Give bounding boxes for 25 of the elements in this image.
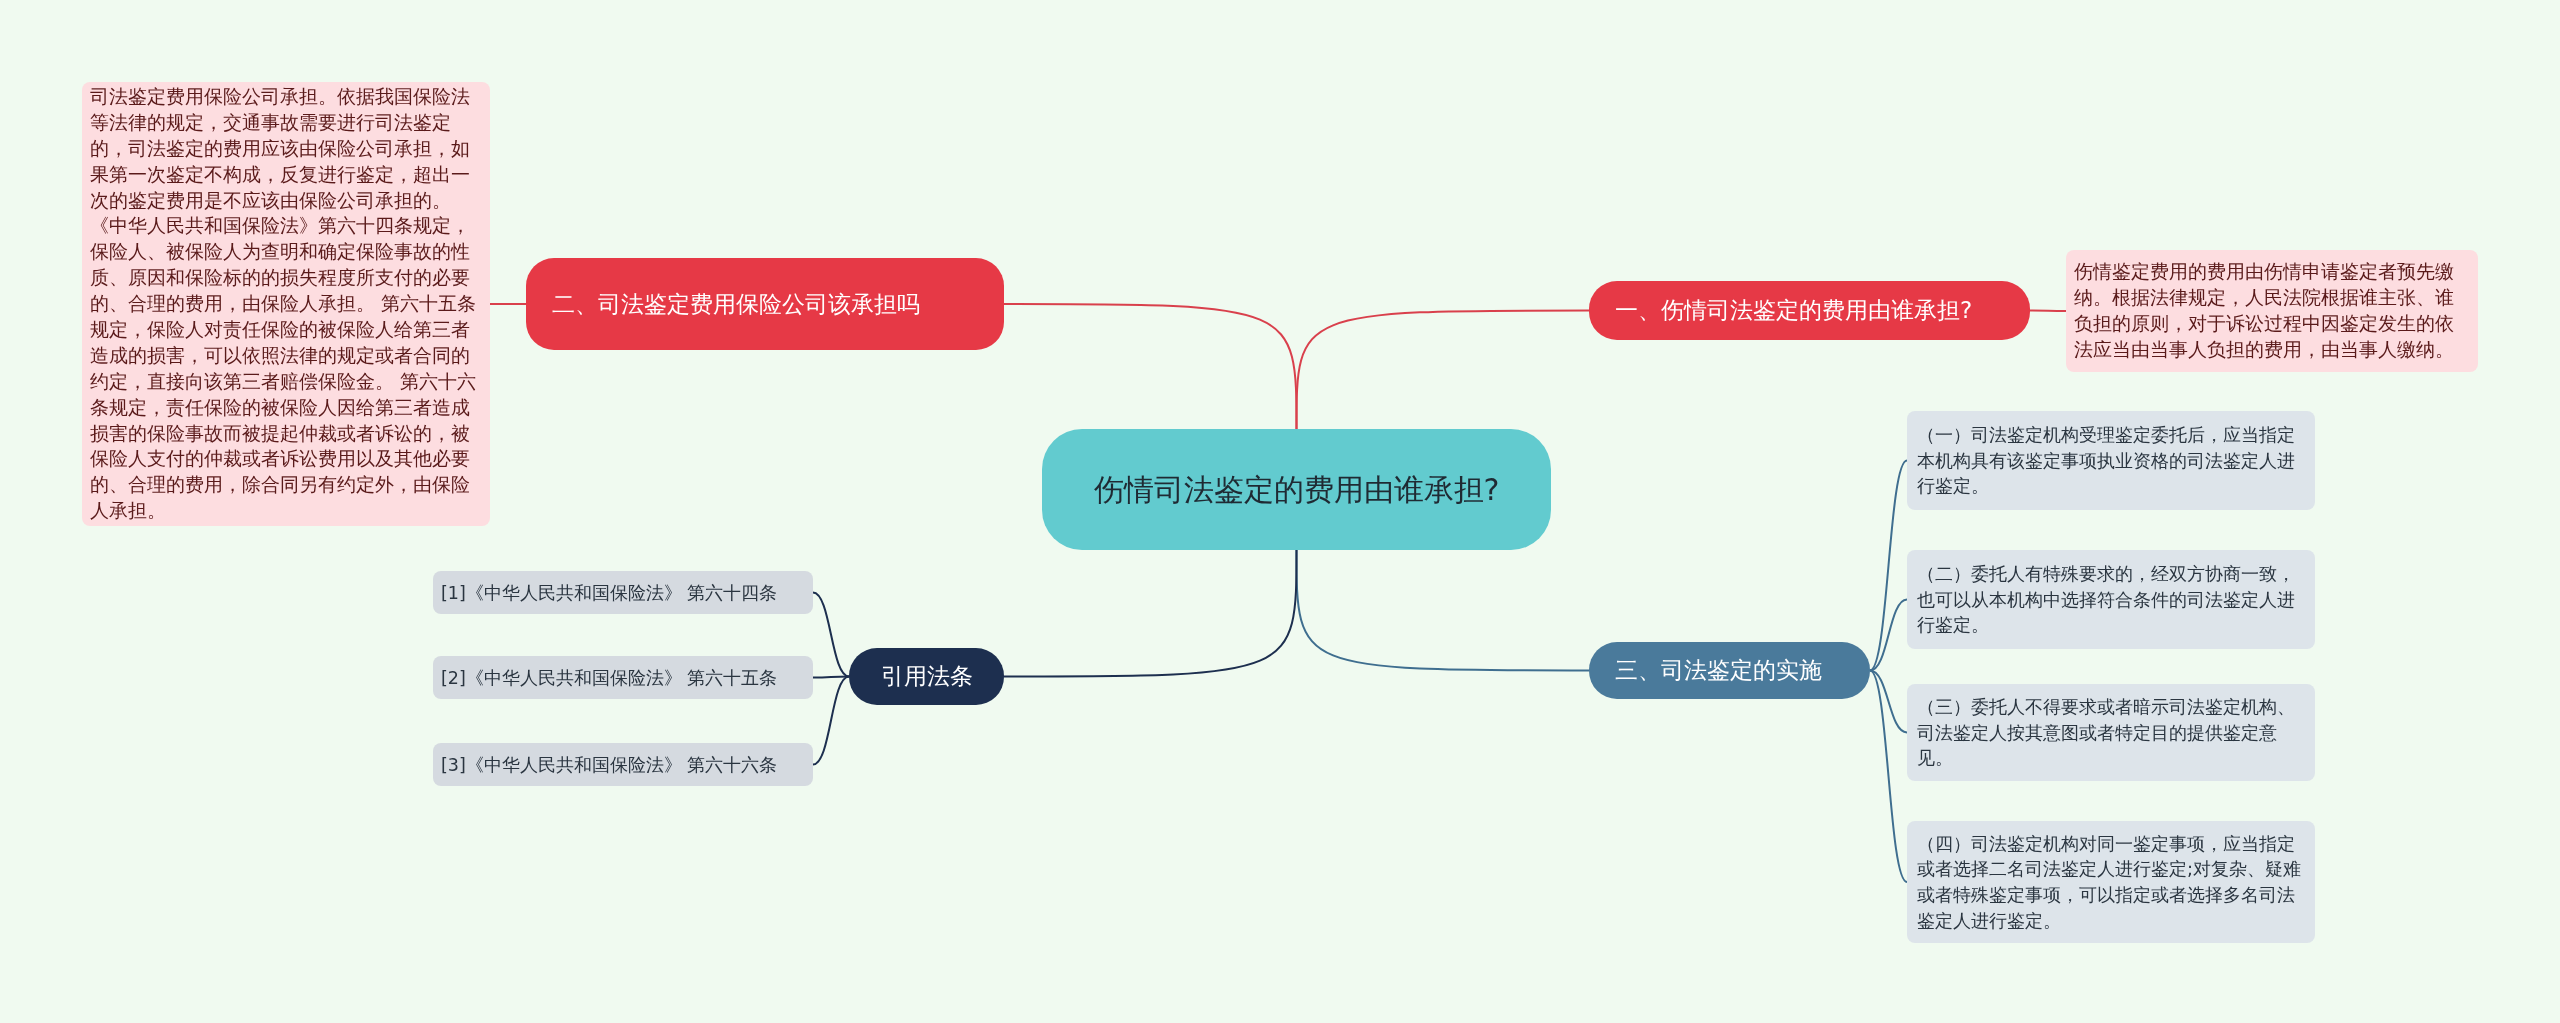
connector-line	[812, 591, 850, 678]
connector-line	[1003, 303, 1298, 430]
note-card: 司法鉴定费用保险公司承担。依据我国保险法等法律的规定，交通事故需要进行司法鉴定的，司法鉴定的费用应该由保险公司承担，如果第一次鉴定不构成，反复进行鉴定，超出一次的鉴定费用是不应该由保险公司承担的。《中华人民共和国保险法》第六十四条规定，保险人、被保险人为查明和确定保险事故的性质、原因和保险标的的损失程度所支付的必要的、合理的费用，由保险人承担。 第六十五条规定，保险人对责任保险的被保险人给第三者造成的损害，可以依照法律的规定或者合同的约定，直接向该第三者赔偿保险金。 第六十六条规定，责任保险的被保险人因给第三者造成损害的保险事故而被提起仲裁或者诉讼的，被保险人支付的仲裁或者诉讼费用以及其他必要的、合理的费用，除合同另有约定外，由保险人承担。	[82, 82, 490, 526]
connector-line	[1295, 309, 1590, 430]
connector-line	[489, 303, 527, 305]
branch-topic: 二、司法鉴定费用保险公司该承担吗	[526, 258, 1004, 350]
connector-line	[1295, 549, 1590, 672]
subtopic-card: （四）司法鉴定机构对同一鉴定事项，应当指定或者选择二名司法鉴定人进行鉴定;对复杂、疑难或者特殊鉴定事项，可以指定或者选择多名司法鉴定人进行鉴定。	[1907, 821, 2315, 943]
subtopic-card: （三）委托人不得要求或者暗示司法鉴定机构、司法鉴定人按其意图或者特定目的提供鉴定意见。	[1907, 684, 2315, 781]
subtopic-card: （一）司法鉴定机构受理鉴定委托后，应当指定本机构具有该鉴定事项执业资格的司法鉴定人进行鉴定。	[1907, 411, 2315, 510]
connector-line	[2029, 309, 2067, 312]
connector-line	[1869, 598, 1908, 672]
note-card: 伤情鉴定费用的费用由伤情申请鉴定者预先缴纳。根据法律规定，人民法院根据谁主张、谁负担的原则，对于诉讼过程中因鉴定发生的依法应当由当事人负担的费用，由当事人缴纳。	[2066, 250, 2478, 372]
connector-line	[1003, 549, 1298, 678]
connector-line	[1869, 459, 1908, 672]
branch-topic: 一、伤情司法鉴定的费用由谁承担?	[1589, 281, 2030, 340]
connector-line	[1869, 669, 1908, 883]
subtopic-card: （二）委托人有特殊要求的，经双方协商一致，也可以从本机构中选择符合条件的司法鉴定人进行鉴定。	[1907, 550, 2315, 649]
citation-card: [2]《中华人民共和国保险法》 第六十五条	[433, 656, 813, 699]
branch-topic: 引用法条	[849, 648, 1004, 705]
branch-topic: 三、司法鉴定的实施	[1589, 642, 1870, 699]
central-topic: 伤情司法鉴定的费用由谁承担?	[1042, 429, 1551, 550]
connector-line	[812, 675, 850, 766]
citation-card: [1]《中华人民共和国保险法》 第六十四条	[433, 571, 813, 614]
citation-card: [3]《中华人民共和国保险法》 第六十六条	[433, 743, 813, 786]
